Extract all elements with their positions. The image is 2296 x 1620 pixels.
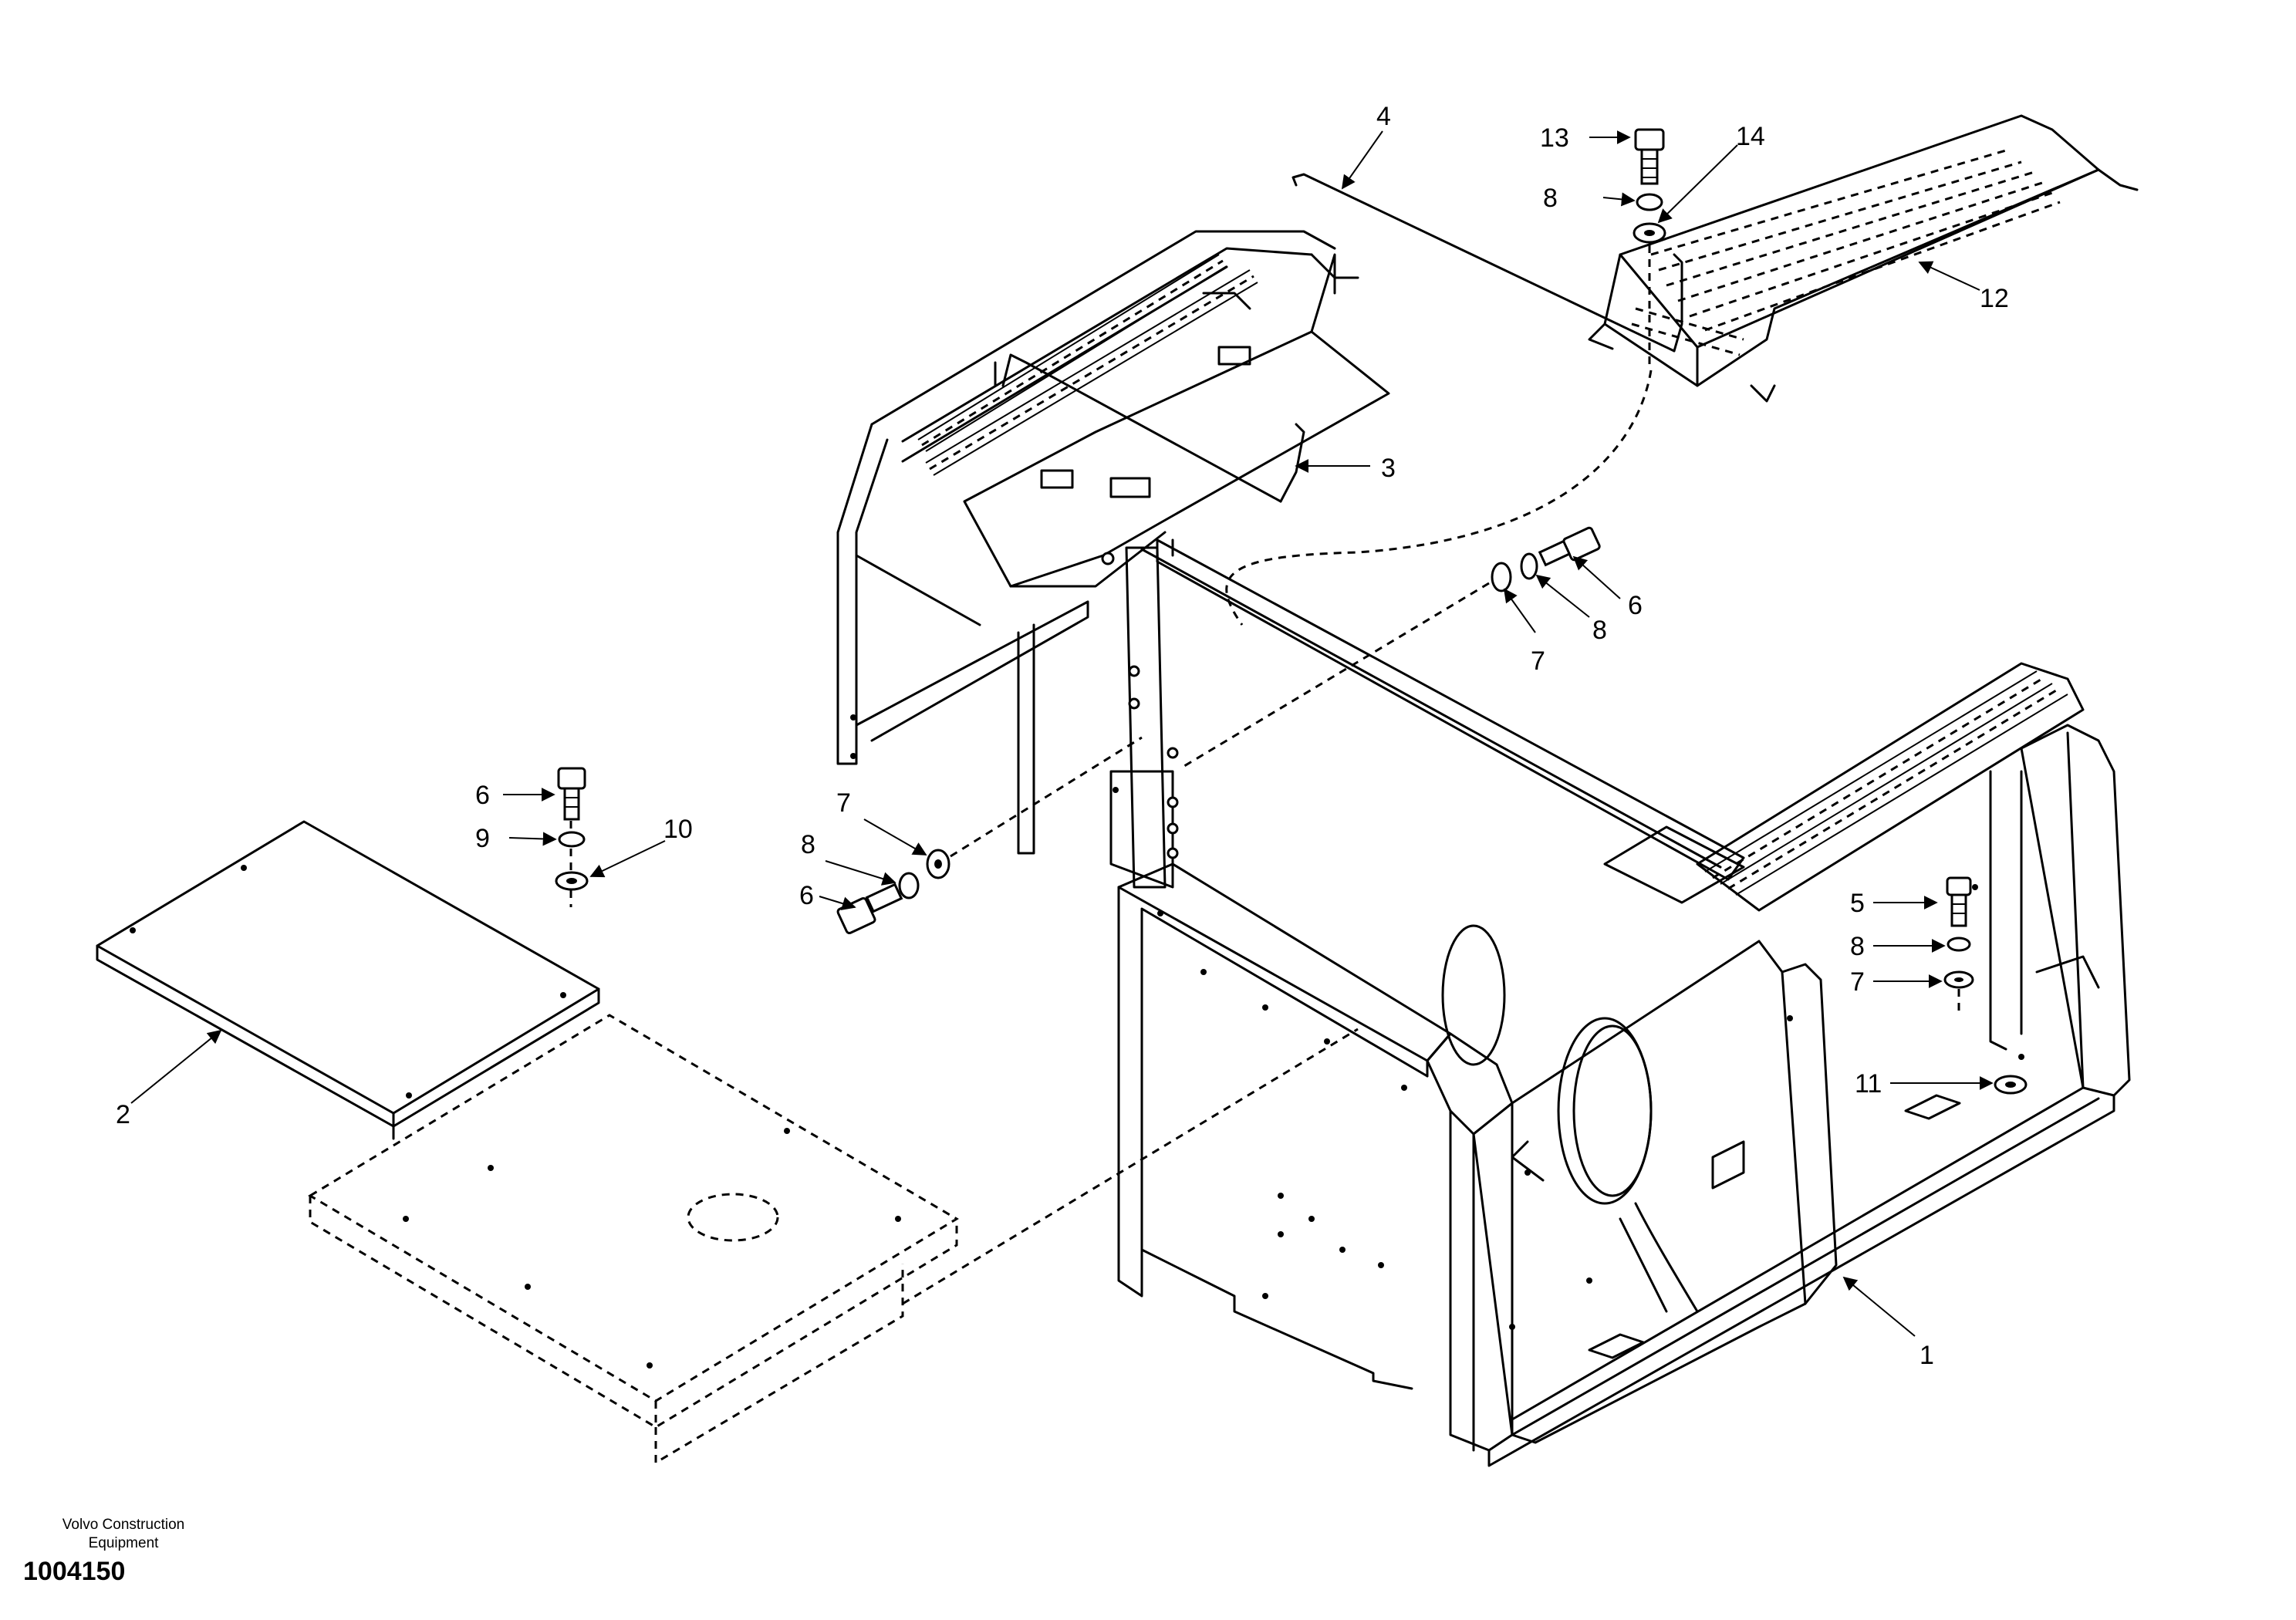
callout-7-left: 7 <box>836 788 851 818</box>
support-rods <box>994 173 1683 503</box>
callout-7-rear: 7 <box>1850 967 1865 997</box>
callout-8-top: 8 <box>1543 184 1558 213</box>
leader-lines <box>130 130 1994 1337</box>
callout-6-left: 6 <box>799 881 814 910</box>
bolt-6-left <box>836 883 903 935</box>
callout-5: 5 <box>1850 889 1865 918</box>
bolt-5 <box>1946 876 1972 927</box>
callout-4: 4 <box>1376 102 1391 131</box>
callout-13: 13 <box>1540 123 1569 153</box>
callout-labels: 1 2 3 4 5 6 6 6 7 7 7 8 8 8 8 9 10 11 12… <box>116 102 2009 1370</box>
base-outline-dashed <box>308 821 1359 1465</box>
callout-9: 9 <box>475 824 490 853</box>
callout-1: 1 <box>1920 1341 1934 1370</box>
cross-beam <box>1140 538 1745 904</box>
bolt-6-right <box>1538 526 1601 567</box>
fasteners <box>555 128 2028 1095</box>
bolt-6-cover <box>557 767 586 821</box>
document-number: 1004150 <box>23 1557 126 1586</box>
callout-8-right: 8 <box>1592 616 1607 645</box>
callout-3: 3 <box>1381 454 1396 483</box>
bolt-13 <box>1634 128 1665 185</box>
callout-10: 10 <box>663 815 693 844</box>
callout-8-rear: 8 <box>1850 932 1865 961</box>
perforated-panel <box>1588 114 2139 403</box>
callout-14: 14 <box>1736 122 1765 151</box>
cover-plate <box>96 820 600 1140</box>
callout-6-cover: 6 <box>475 781 490 810</box>
main-base-frame <box>1117 662 2131 1467</box>
company-name: Volvo Construction Equipment <box>62 1517 185 1551</box>
callout-6-right: 6 <box>1628 591 1643 620</box>
upper-radiator-frame <box>836 230 1390 889</box>
callout-12: 12 <box>1980 284 2009 313</box>
callout-11: 11 <box>1855 1069 1882 1099</box>
callout-2: 2 <box>116 1100 130 1129</box>
callout-7-right: 7 <box>1531 646 1545 676</box>
callout-8-left: 8 <box>801 830 815 859</box>
